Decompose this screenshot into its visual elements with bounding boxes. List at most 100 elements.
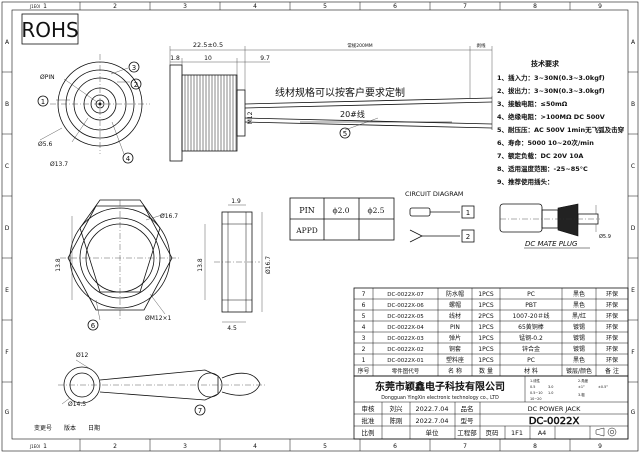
tol-v4: 1.0 [548, 391, 553, 395]
bom-cell: 黑/红 [572, 312, 586, 320]
bom-cell: DC-0022X-06 [387, 303, 424, 309]
dim-m12: M12 [247, 111, 254, 124]
bom-cell: 1PCS [478, 335, 494, 342]
bom-cell: DC-0022X-04 [387, 325, 424, 331]
change-version-label: 版本 [64, 424, 76, 432]
balloon-1: 1 [37, 95, 49, 107]
dim-13-8-b: 13.8 [197, 258, 204, 272]
dim-13-8-a: 13.8 [55, 258, 62, 272]
bom-header-cell: 序号 [357, 367, 369, 375]
dim-phi-16-7-a: Ø16.7 [160, 213, 178, 220]
zone-right-a: A [631, 39, 636, 46]
title-block [353, 375, 629, 440]
balloon-5-text: 5 [343, 130, 347, 138]
zone-top-7: 7 [463, 3, 467, 10]
bom-header-cell: 备 注 [605, 367, 619, 375]
bom-cell: PC [527, 357, 535, 364]
bom-cell: 塑料座 [446, 356, 464, 364]
tb-unit-label: 单位 [426, 428, 440, 437]
zone-bottom-1: 1 [43, 443, 47, 450]
tech-item-2: 2、拔出力：3~30N(0.3~3.0kgf) [497, 86, 605, 95]
tb-page-number: 1F1 [511, 429, 523, 437]
bom-cell: 锰钢-0.2 [519, 334, 543, 342]
tol-rough: 3.粗 [578, 392, 585, 397]
bom-cell: 5 [362, 313, 366, 320]
pin-table-appd: APPD [295, 226, 318, 235]
balloon-6: 6 [87, 319, 99, 331]
bom-cell: 镀锡 [573, 334, 585, 342]
dim-phi-pin: ØPIN [40, 74, 55, 81]
dim-wire-length: 常规200MM [347, 42, 372, 49]
dim-1-8: 1.8 [170, 55, 180, 62]
bom-cell: 7 [362, 291, 366, 298]
bom-cell: 环保 [606, 290, 618, 298]
frame-code-bottom: J1E0I [29, 444, 40, 449]
tech-requirements: 技术要求 1、插入力：3~30N(0.3~3.0kgf) 2、拔出力：3~30N… [497, 59, 625, 186]
tol-linear: 1.线性 [530, 378, 541, 383]
tb-page-label: 页码 [486, 429, 500, 437]
circuit-terminal-2: 2 [466, 233, 470, 241]
tolerance-table: 1.线性 0.5 3.0 0.5~10 1.0 10~20 2.角度 ±1° ±… [530, 378, 608, 401]
balloon-4: 4 [122, 152, 134, 164]
rohs-box [21, 13, 79, 45]
balloon-6-text: 6 [91, 322, 96, 330]
tb-department: 工程部 [457, 428, 477, 437]
tech-item-1: 1、插入力：3~30N(0.3~3.0kgf) [497, 73, 605, 82]
zone-bottom-9: 9 [598, 443, 602, 450]
zone-bottom-8: 8 [533, 443, 537, 450]
bom-cell: 黑色 [573, 301, 585, 309]
bom-cell: 黑色 [573, 290, 585, 298]
balloon-3-front-text: 3 [132, 64, 136, 72]
tb-approve-name: 陈刚 [390, 416, 403, 425]
dim-phi-16-7-b: Ø16.7 [265, 256, 272, 274]
bom-cell: 1PCS [478, 324, 494, 331]
tb-product-label: 品名 [461, 404, 474, 413]
pin-table: PIN ϕ2.0 ϕ2.5 APPD [289, 197, 395, 241]
dim-4-5: 4.5 [227, 325, 237, 332]
bom-cell: 2 [362, 346, 366, 353]
zone-top-9: 9 [598, 3, 602, 10]
bom-cell: 1PCS [478, 291, 494, 298]
zone-bottom-3: 3 [183, 443, 187, 450]
bom-cell: 1007-20＃线 [512, 312, 549, 320]
zone-right-g: G [631, 409, 636, 416]
tech-item-7: 7、额定负载：DC 20V 10A [497, 151, 583, 160]
change-date-label: 日期 [88, 424, 100, 432]
balloon-2-front-text: 2 [134, 81, 138, 89]
bom-header-cell: 镀层/颜色 [566, 367, 592, 375]
bom-cell: 1PCS [478, 302, 494, 309]
company-name-en: Dongguan YingXin electronic technology c… [381, 395, 499, 401]
zone-left-e: E [5, 287, 9, 294]
nut-side-view [204, 204, 263, 323]
bom-cell: DC-0022X-03 [387, 336, 424, 342]
dim-phi-14-5: Ø14.5 [68, 401, 86, 408]
balloon-3-front: 3 [128, 61, 140, 73]
zone-top-2: 2 [113, 3, 117, 10]
tech-item-5: 5、耐压压：AC 500V 1min无飞弧及击穿 [497, 125, 625, 134]
bom-cell: 3 [362, 335, 366, 342]
tb-product-name: DC POWER JACK [528, 405, 581, 413]
dim-9-7: 9.7 [260, 55, 270, 62]
waterproof-cap [58, 359, 265, 405]
balloon-1-text: 1 [41, 98, 45, 106]
bom-cell: 铜套 [449, 345, 461, 353]
bom-cell: 环保 [606, 323, 618, 331]
dim-1-9: 1.9 [231, 198, 241, 205]
zone-bottom-5: 5 [323, 443, 327, 450]
side-view [169, 64, 493, 162]
circuit-title: CIRCUIT DIAGRAM [405, 190, 464, 198]
bom-cell: 镀锡 [573, 345, 585, 353]
leader-5 [344, 117, 379, 131]
tb-scale-label: 比例 [362, 428, 375, 437]
bom-cell: PBT [525, 302, 537, 309]
bom-cell: DC-0022X-01 [387, 358, 424, 364]
company-name-cn: 东莞市颖鑫电子科技有限公司 [375, 380, 505, 393]
bom-cell: 线材 [449, 312, 461, 320]
zone-bottom-4: 4 [253, 443, 257, 450]
dim-10: 10 [204, 55, 212, 62]
zone-left-b: B [5, 101, 9, 108]
zone-top-3: 3 [183, 3, 187, 10]
